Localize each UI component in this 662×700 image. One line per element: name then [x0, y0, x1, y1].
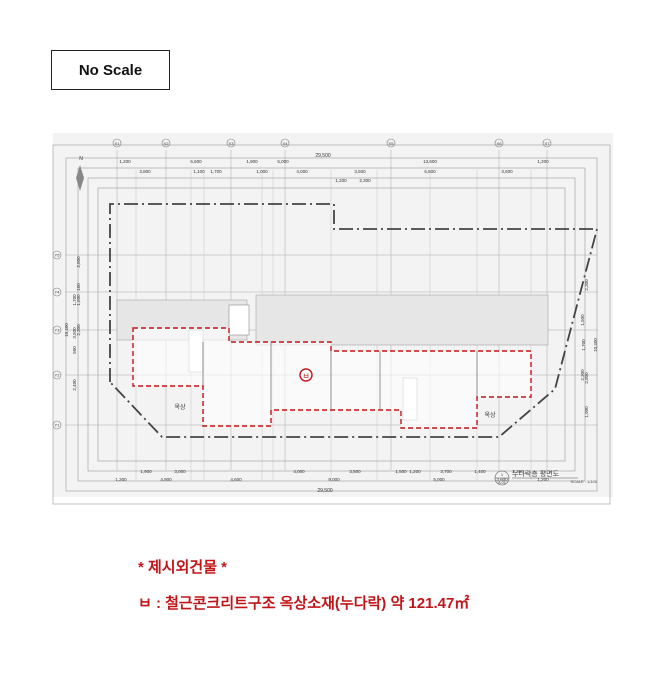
dim-top: 1,900: [246, 159, 258, 164]
stair-shaft: [228, 304, 250, 336]
dim-bottom: 4,900: [160, 477, 172, 482]
grid-label-x: X7: [545, 141, 551, 146]
dim-top: 3,600: [501, 169, 513, 174]
grid-bubble: [52, 325, 62, 335]
north-arrow-icon: [76, 165, 84, 191]
dim-left: 2,800: [76, 256, 81, 268]
no-scale-label: No Scale: [51, 50, 170, 90]
grid-bubble: [52, 287, 62, 297]
grid-bubble: [226, 138, 236, 148]
dim-right: 2,300: [584, 279, 589, 291]
dim-left: 2,300: [76, 324, 81, 336]
dim-top: 1,200: [537, 159, 549, 164]
grid-label-y: Y5: [55, 253, 61, 258]
dim-bottom: 1,200: [115, 477, 127, 482]
drawing-frame: [52, 144, 611, 505]
unit-marker-label: ㅂ: [302, 372, 309, 381]
dim-bottom: 3,000: [174, 469, 186, 474]
drawing-scale: SCALE : 1/100: [571, 479, 598, 484]
unit-outline: [132, 327, 532, 429]
grid-bubble: [386, 138, 396, 148]
grid-bubble: [52, 370, 62, 380]
sheet-number: 1: [501, 472, 504, 477]
dim-right: 2,800: [584, 372, 589, 384]
dim-top: 3,500: [354, 169, 366, 174]
grid-bubble: [494, 138, 504, 148]
dim-left: 1,600: [76, 294, 81, 306]
rooftop-label: 옥상: [484, 411, 496, 419]
dim-left: 500: [72, 346, 77, 354]
dim-right: 2,300: [580, 369, 585, 381]
drawing-title: 누다락층 평면도: [512, 469, 560, 478]
dim-bottom: 5,000: [433, 477, 445, 482]
dim-top: 2,300: [359, 178, 371, 183]
grid-bubble: [161, 138, 171, 148]
grid-label-x: X4: [283, 141, 289, 146]
grid-bubble: [52, 250, 62, 260]
rooftop-label: 옥상: [174, 403, 186, 411]
grid-label-x: X5: [389, 141, 395, 146]
dim-top: 13,600: [423, 159, 437, 164]
dim-bottom: 3,600: [496, 477, 508, 482]
dim-left: 3,500: [72, 327, 77, 339]
drawing-frame: [77, 167, 586, 482]
dim-bottom: 1,200: [409, 469, 421, 474]
grid-label-x: X3: [229, 141, 235, 146]
drawing-frame: [65, 157, 598, 492]
drawing-frame: [97, 187, 566, 462]
dim-bottom: 1,400: [474, 469, 486, 474]
dim-right: 1,900: [584, 406, 589, 418]
dim-bottom: 9,000: [328, 477, 340, 482]
dim-top: 1,100: [193, 169, 205, 174]
dim-bottom: 3,700: [440, 469, 452, 474]
notes-heading: * 제시외건물 *: [138, 559, 228, 576]
dim-top: 1,200: [119, 159, 131, 164]
grid-bubble: [280, 138, 290, 148]
grid-bubble: [542, 138, 552, 148]
dim-bottom: 4,600: [230, 477, 242, 482]
dim-top-total: 29,500: [315, 153, 331, 159]
grid-label-y: Y2: [55, 373, 61, 378]
dim-top: 3,800: [139, 169, 151, 174]
dim-right: 1,700: [581, 339, 586, 351]
grid-bubble: [52, 420, 62, 430]
dim-top: 1,700: [210, 169, 222, 174]
dim-bottom: 2,200: [512, 469, 524, 474]
grid-bubble: [112, 138, 122, 148]
dim-right: 1,500: [580, 314, 585, 326]
dim-bottom: 3,500: [349, 469, 361, 474]
dim-right: 10,400: [593, 338, 598, 352]
unit-marker: [299, 368, 313, 382]
building-outline: [109, 203, 599, 438]
dim-top: 6,500: [424, 169, 436, 174]
dim-bottom-total: 29,500: [317, 488, 333, 494]
dim-top: 1,000: [256, 169, 268, 174]
dim-left: 100: [76, 283, 81, 291]
grid-label-x: X6: [497, 141, 503, 146]
dim-bottom: 4,000: [293, 469, 305, 474]
dim-top: 4,000: [296, 169, 308, 174]
roof-area: [255, 294, 549, 346]
dim-left: 10,400: [64, 323, 69, 337]
dim-top: 1,200: [335, 178, 347, 183]
north-label: N: [79, 156, 83, 162]
dim-top: 5,000: [277, 159, 289, 164]
grid-label-x: X2: [164, 141, 170, 146]
dim-bottom: 1,200: [537, 477, 549, 482]
grid-label-y: Y4: [55, 290, 61, 295]
dim-left: 1,700: [72, 294, 77, 306]
grid-label-y: Y1: [55, 423, 61, 428]
notes-detail: ㅂ : 철근콘크리트구조 옥상소재(누다락) 약 121.47㎡: [138, 595, 470, 612]
dim-bottom: 1,500: [395, 469, 407, 474]
dim-bottom: 1,900: [140, 469, 152, 474]
dim-top: 6,600: [190, 159, 202, 164]
dim-left: 2,400: [72, 379, 77, 391]
sheet-ref: A 01: [498, 480, 507, 485]
grid-label-x: X1: [115, 141, 121, 146]
drawing-frame: [87, 177, 576, 472]
grid-label-y: Y3: [55, 328, 61, 333]
